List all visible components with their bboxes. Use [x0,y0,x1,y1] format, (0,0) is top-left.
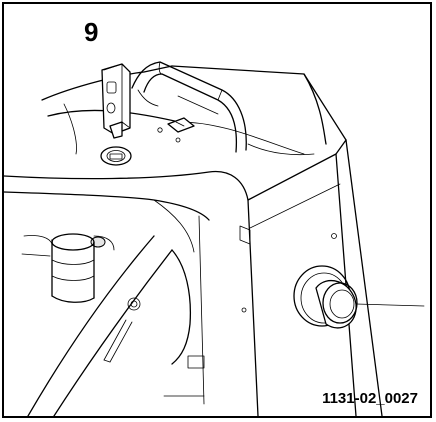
top-latch [157,117,195,143]
figure-frame: 9 1131-02_0027 [2,2,432,418]
carrying-handle [131,61,247,153]
round-knob [293,265,425,329]
figure-code: 1131-02_0027 [322,390,418,407]
item-9-key-module [101,63,131,139]
round-socket [100,146,132,166]
rear-cover-panel [239,139,383,416]
base-detail [163,355,205,397]
left-cylinder [21,233,95,303]
console-top [171,65,347,156]
item-9-callout: 9 [84,17,99,47]
machine-line-drawing [4,61,425,416]
lower-mechanism [27,235,192,416]
